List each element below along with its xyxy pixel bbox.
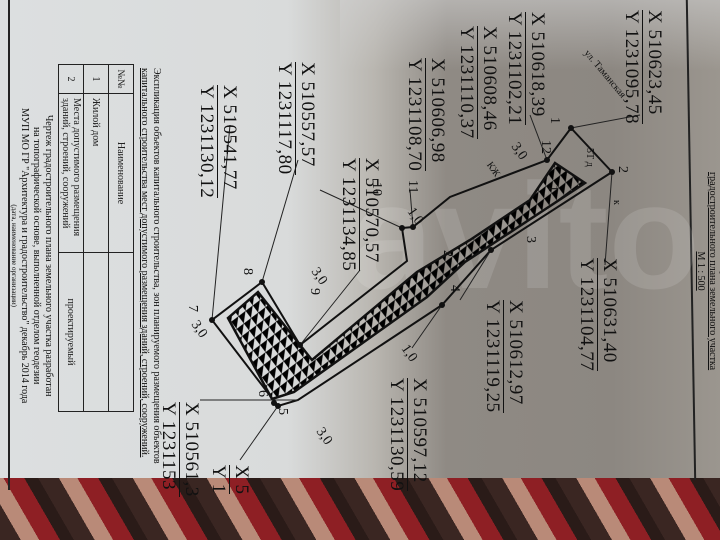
drawing-title: 1. Чертеж градостроительного плана земел… xyxy=(694,172,720,370)
coord-y: Y 1231117,80 xyxy=(274,62,295,175)
point-label-2: 2 xyxy=(615,166,630,173)
coord-x: X 510606,98 xyxy=(425,58,448,172)
coord-x: X 510608,46 xyxy=(477,26,500,139)
point-label-8: 8 xyxy=(240,268,255,275)
coord-y: Y 1231102,21 xyxy=(504,12,525,126)
point-label-10: 10 xyxy=(369,182,384,196)
table-row: 2 Места допустимого размещения зданий, с… xyxy=(58,64,84,412)
table-header-row: №№ Наименование xyxy=(108,64,134,412)
title-scale: М 1 : 500 xyxy=(695,251,706,291)
coord-x: X 510631,40 xyxy=(597,258,620,372)
coord-y: Y 1231130,12 xyxy=(196,85,217,199)
coord-x: X 510570,57 xyxy=(359,158,382,272)
zone-label-2: 2 xyxy=(440,250,455,257)
footer-caption: (дата, наименование организации) xyxy=(10,204,18,307)
explication-heading: Экспликация объектов капитального строит… xyxy=(138,68,162,464)
background-rug xyxy=(0,478,720,540)
row-number: 2 xyxy=(58,64,84,94)
misc-label-k: к xyxy=(611,200,622,205)
document-paper xyxy=(0,0,720,492)
document-footer: Чертеж градостроительного плана земельно… xyxy=(9,108,54,403)
point-label-7: 7 xyxy=(185,305,200,312)
paper-shadow xyxy=(340,0,720,70)
table-row: 1 Жилой дом xyxy=(83,64,109,412)
explication-table-wrap: №№ Наименование 1 Жилой дом 2 Места допу… xyxy=(58,64,134,412)
footer-line: Чертеж градостроительного плана земельно… xyxy=(43,114,54,397)
coord-x: X 510618,39 xyxy=(525,12,548,126)
column-header xyxy=(108,252,134,412)
point-label-5: 5 xyxy=(275,408,290,415)
coord-x: X 510623,45 xyxy=(642,10,665,125)
coord-y: Y 1231095,78 xyxy=(621,10,642,125)
row-status xyxy=(83,252,109,412)
title-line-2: градостроительного плана земельного учас… xyxy=(707,172,718,371)
coord-y: Y 1231110,37 xyxy=(456,26,477,139)
coord-x: X 510597,12 xyxy=(407,378,430,492)
explication-table: №№ Наименование 1 Жилой дом 2 Места допу… xyxy=(58,64,134,412)
row-number: 1 xyxy=(83,64,109,94)
coord-y: Y 1231119,25 xyxy=(482,300,503,413)
coord-x: X 510561,3 xyxy=(179,402,202,497)
zone-label-1: 1 xyxy=(545,185,560,192)
footer-line: на топографической основе, выполненной о… xyxy=(31,126,42,385)
row-status: проектируемый xyxy=(58,252,84,412)
coord-x: X 510612,97 xyxy=(503,300,526,413)
coord-y: Y 1 xyxy=(208,465,229,494)
coord-y: Y 1231130,59 xyxy=(386,378,407,492)
point-label-4: 4 xyxy=(447,285,462,292)
coord-x: X 510541,77 xyxy=(217,85,240,199)
point-label-3: 3 xyxy=(523,236,538,243)
point-label-1: 1 xyxy=(547,117,562,124)
coord-y: Y 1231108,70 xyxy=(404,58,425,172)
point-label-9: 9 xyxy=(307,288,322,295)
coord-x: X 5 xyxy=(229,465,252,495)
misc-label-zone: 5Т д xyxy=(584,148,595,167)
column-header: Наименование xyxy=(108,93,134,253)
column-header: №№ xyxy=(108,64,134,94)
row-name: Жилой дом xyxy=(83,93,109,253)
point-label-11: 11 xyxy=(405,180,420,194)
explication-heading-line-1: Экспликация объектов капитального строит… xyxy=(151,68,162,464)
row-name: Места допустимого размещения зданий, стр… xyxy=(58,93,84,253)
explication-heading-line-2: капитального строительства мест допустим… xyxy=(139,68,150,458)
point-label-6: 6 xyxy=(255,390,270,397)
point-label-12: 12 xyxy=(538,140,553,154)
frame-line-left xyxy=(8,0,10,490)
coord-x: X 510557,57 xyxy=(295,62,318,175)
coord-y: Y 1231104,77 xyxy=(576,258,597,372)
footer-line: МУП МО ГР "Архитектура и градостроительс… xyxy=(19,108,30,404)
coord-y: Y 1231134,85 xyxy=(338,158,359,272)
